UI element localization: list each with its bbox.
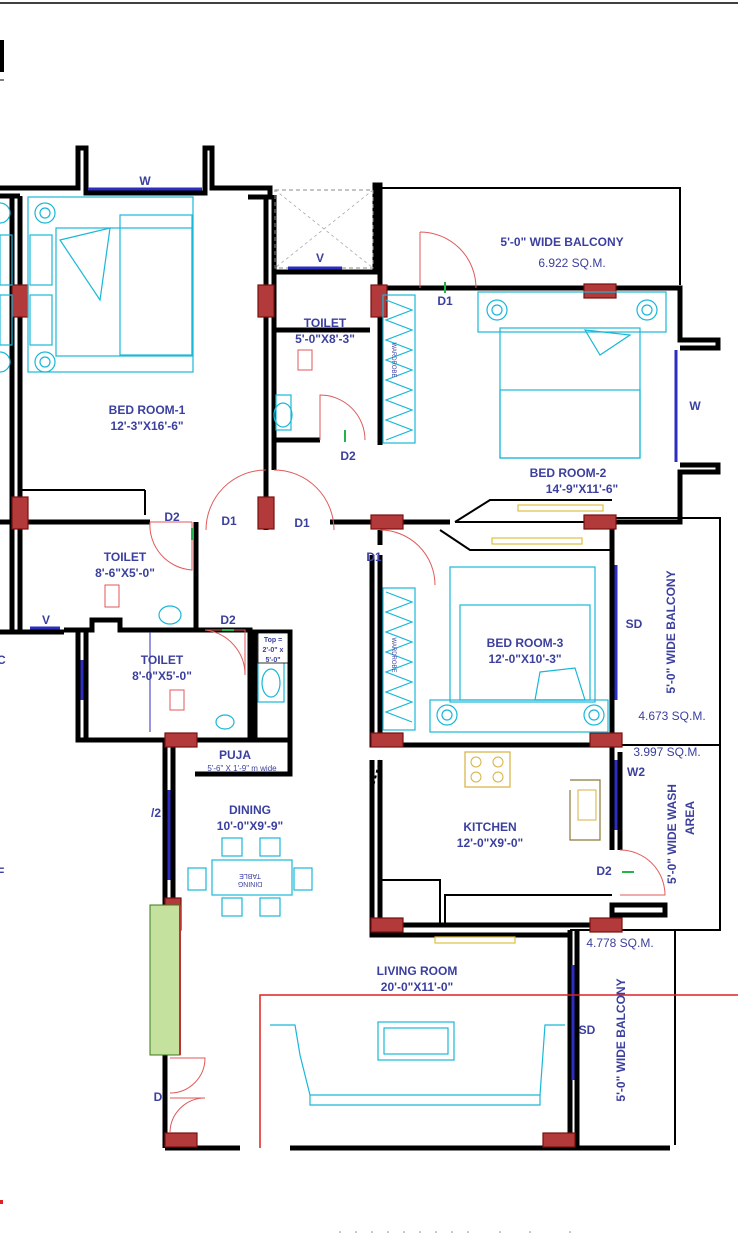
toilet-left-name: TOILET: [104, 550, 147, 564]
room-labels: BED ROOM-1 12'-3"X16'-6" BED ROOM-2 14'-…: [95, 316, 618, 994]
windows: [30, 187, 678, 1080]
structural-columns: [11, 283, 623, 1148]
wardrobe-label-1: WARDROBE: [390, 342, 396, 377]
door-tag-corridor: D1: [294, 516, 310, 530]
toilet-mid-name: TOILET: [141, 653, 184, 667]
balcony-right-low-area: 4.778 SQ.M.: [586, 936, 653, 950]
balcony-top-name: 5'-0" WIDE BALCONY: [500, 235, 623, 249]
kitchen-size: 12'-0"X9'-0": [457, 836, 523, 850]
fixture-labels: WARDROBE WARDROBE TABLE DINING Top = 2'-…: [238, 342, 396, 887]
door-tag-toilet-top: D2: [340, 449, 356, 463]
sliding-door-tag-living: SD: [579, 1023, 596, 1037]
toilet-left-size: 8'-6"X5'-0": [95, 566, 155, 580]
edge-fragments: C F: [0, 653, 6, 879]
dining-table-label: TABLE: [239, 872, 261, 879]
sliding-door-tag-bed3: SD: [626, 617, 643, 631]
bedroom1-name: BED ROOM-1: [109, 403, 186, 417]
balcony-top-area: 6.922 SQ.M.: [538, 256, 605, 270]
top-note-line3: 5'-0": [265, 657, 280, 664]
kitchen-name: KITCHEN: [463, 820, 516, 834]
title-block-fragment: [0, 40, 4, 72]
bedroom3-name: BED ROOM-3: [487, 636, 564, 650]
opening-tags: W V W V D1 D2 D1 D1 D2 D1 D2 D2 D SD W2 …: [42, 174, 701, 1104]
wardrobe-label-2: WARDROBE: [390, 637, 396, 672]
bedroom3-size: 12'-0"X10'-3": [488, 652, 561, 666]
bedroom2-name: BED ROOM-2: [530, 466, 607, 480]
wash-area-name-line1: 5'-0" WIDE WASH: [665, 784, 679, 884]
toilet-top-size: 5'-0"X8'-3": [295, 332, 355, 346]
living-name: LIVING ROOM: [377, 964, 458, 978]
top-note-line1: Top =: [264, 637, 282, 644]
furniture: [0, 196, 667, 1106]
door-tag-bed3: D1: [366, 550, 382, 564]
living-size: 20'-0"X11'-0": [381, 980, 453, 994]
site-boundary-line: [259, 994, 738, 1148]
puja-size: 5'-6" X 1'-9" m wide: [207, 764, 277, 773]
window-tag-dining: /2: [151, 806, 161, 820]
door-tag-kitchen: D2: [596, 864, 612, 878]
door-tag-bed1: D1: [221, 514, 237, 528]
door-swings: [149, 231, 666, 1134]
bedroom1-size: 12'-3"X16'-6": [110, 419, 183, 433]
toilet-top-name: TOILET: [304, 316, 347, 330]
dining-name: DINING: [229, 803, 271, 817]
balcony-labels: 5'-0" WIDE BALCONY 6.922 SQ.M. 5'-0" WID…: [500, 235, 705, 1102]
bottom-dots: [339, 1231, 571, 1233]
wash-area-name-line2: AREA: [683, 801, 697, 835]
ventilator-tag-toilet-left: V: [42, 613, 50, 627]
dining-table-label-2: DINING: [238, 880, 263, 887]
window-tag-bed2: W: [689, 399, 701, 413]
puja-name: PUJA: [219, 748, 251, 762]
door-tag-toilet-left: D2: [164, 510, 180, 524]
balcony-right-mid-name: 5'-0" WIDE BALCONY: [664, 570, 678, 693]
toilet-mid-size: 8'-0"X5'-0": [132, 669, 192, 683]
door-tag-main: D: [154, 1090, 163, 1104]
balcony-right-low-name: 5'-0" WIDE BALCONY: [614, 978, 628, 1101]
door-tag-toilet-mid: D2: [220, 613, 236, 627]
dining-size: 10'-0"X9'-9": [217, 819, 283, 833]
window-tag-bed1: W: [139, 174, 151, 188]
bedroom2-size: 14'-9"X11'-6": [546, 482, 618, 496]
top-note-line2: 2'-0" x: [263, 647, 284, 654]
balcony-right-mid-area: 4.673 SQ.M.: [638, 709, 705, 723]
svg-text:C: C: [0, 653, 6, 667]
wash-area-area: 3.997 SQ.M.: [633, 745, 700, 759]
ventilator-tag-toilet: V: [316, 251, 324, 265]
svg-text:F: F: [0, 865, 4, 879]
door-tag-bed2: D1: [437, 294, 453, 308]
window-tag-kitchen: W2: [627, 765, 645, 779]
